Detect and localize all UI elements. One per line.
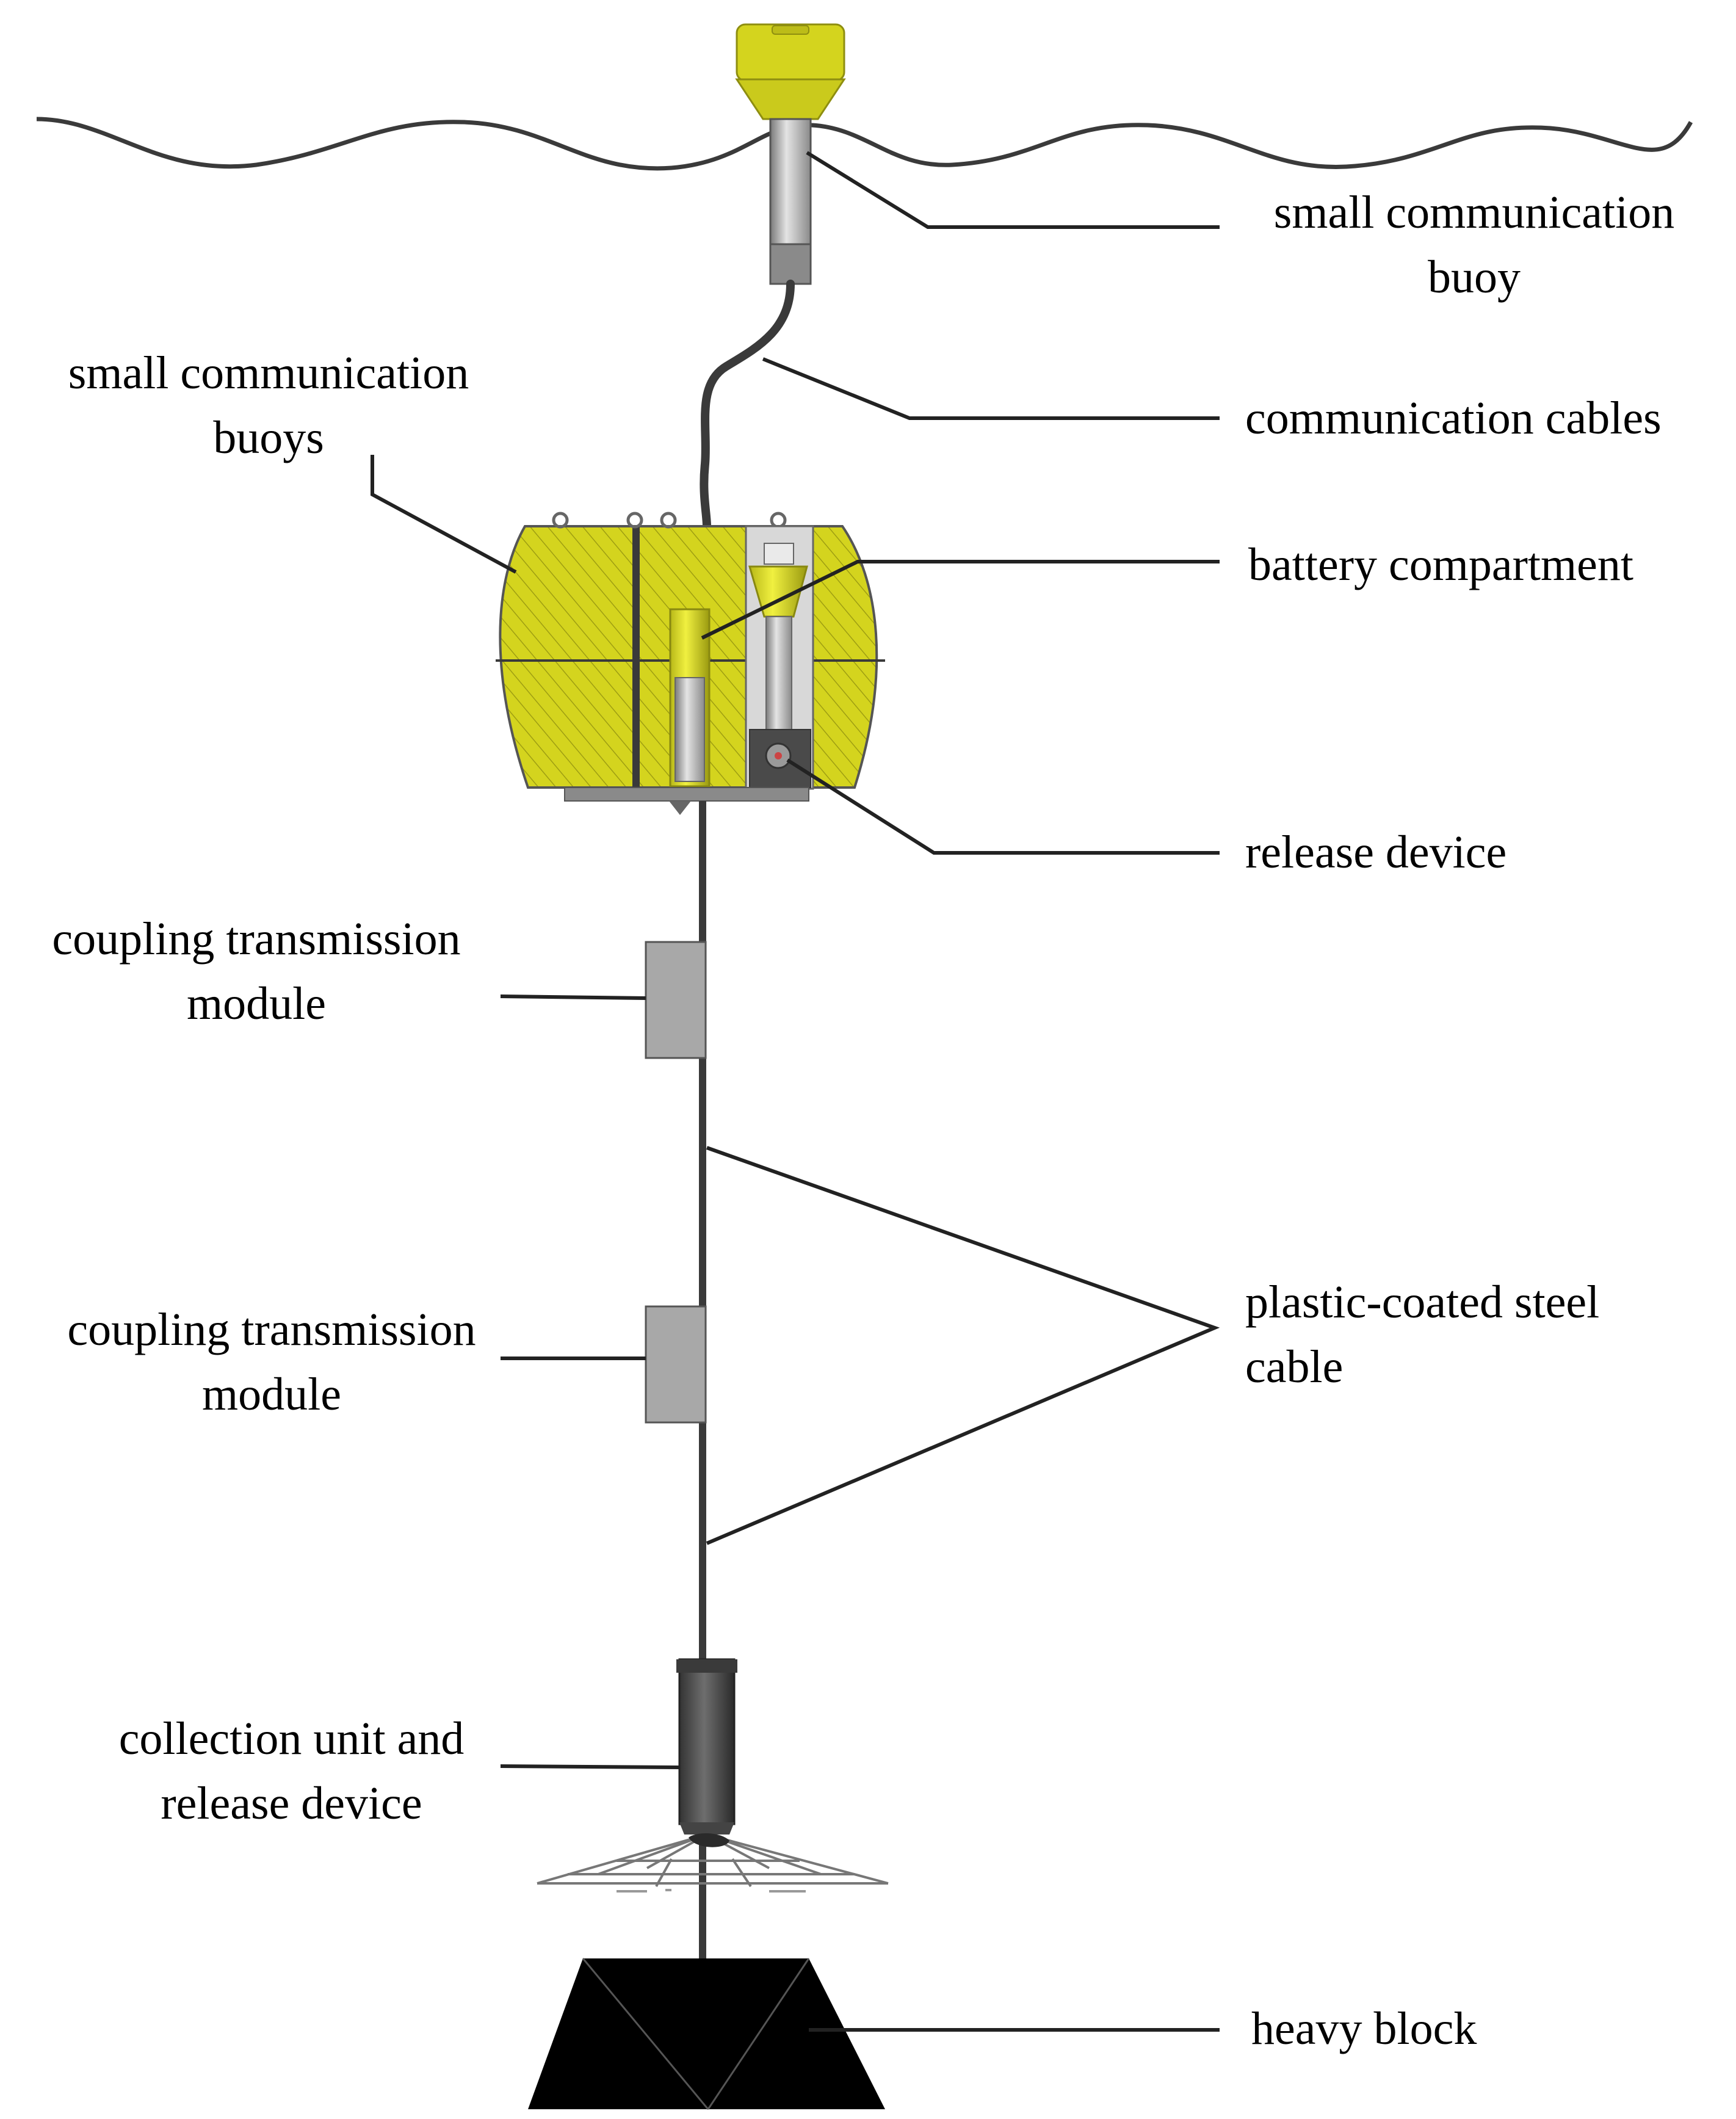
label-heavy-block: heavy block bbox=[1251, 1996, 1477, 2061]
communication-cable bbox=[700, 280, 795, 531]
label-line: coupling transmission bbox=[67, 1304, 476, 1355]
sea-surface-wave bbox=[36, 117, 1693, 171]
heavy-block bbox=[528, 1958, 885, 2110]
label-battery: battery compartment bbox=[1248, 532, 1633, 597]
leader-steel-cable bbox=[706, 1146, 1220, 1545]
label-line: module bbox=[202, 1369, 341, 1420]
label-line: heavy block bbox=[1251, 2003, 1477, 2054]
coupling-module-2 bbox=[645, 1305, 707, 1424]
label-release: release device bbox=[1245, 820, 1506, 885]
main-buoy bbox=[496, 512, 885, 815]
label-coupling-1: coupling transmission module bbox=[15, 907, 497, 1036]
label-comm-cables: communication cables bbox=[1245, 386, 1662, 451]
coupling-module-1 bbox=[645, 941, 707, 1059]
label-line: module bbox=[187, 978, 326, 1029]
label-line: buoy bbox=[1428, 252, 1521, 303]
label-comm-buoy-top: small communication buoy bbox=[1236, 180, 1712, 310]
leader-lines bbox=[371, 151, 1220, 2032]
label-line: cable bbox=[1245, 1341, 1344, 1393]
collection-unit bbox=[537, 1658, 889, 1893]
leader-release bbox=[786, 758, 1220, 855]
label-line: buoys bbox=[213, 412, 324, 463]
top-communication-buoy bbox=[735, 23, 846, 285]
leader-coupling-1 bbox=[500, 994, 646, 1000]
label-line: release device bbox=[1245, 827, 1507, 878]
label-line: plastic-coated steel bbox=[1245, 1277, 1600, 1328]
label-line: coupling transmission bbox=[52, 913, 461, 965]
leader-comm-cables bbox=[762, 357, 1220, 420]
label-line: communication cables bbox=[1245, 393, 1662, 444]
leader-battery bbox=[701, 560, 1220, 640]
label-collection: collection unit and release device bbox=[55, 1706, 528, 1836]
leader-comm-buoys-main bbox=[371, 455, 517, 574]
leader-collection bbox=[500, 1764, 680, 1769]
label-coupling-2: coupling transmission module bbox=[31, 1297, 513, 1427]
label-line: small communication bbox=[1273, 187, 1675, 238]
leader-comm-buoy-top bbox=[806, 151, 1220, 229]
label-line: small communication bbox=[68, 347, 469, 399]
label-line: collection unit and bbox=[118, 1713, 465, 1764]
label-line: battery compartment bbox=[1248, 539, 1633, 590]
label-comm-buoys-main: small communication buoys bbox=[31, 341, 507, 470]
label-line: release device bbox=[161, 1778, 422, 1829]
label-steel-cable: plastic-coated steel cable bbox=[1245, 1270, 1599, 1399]
